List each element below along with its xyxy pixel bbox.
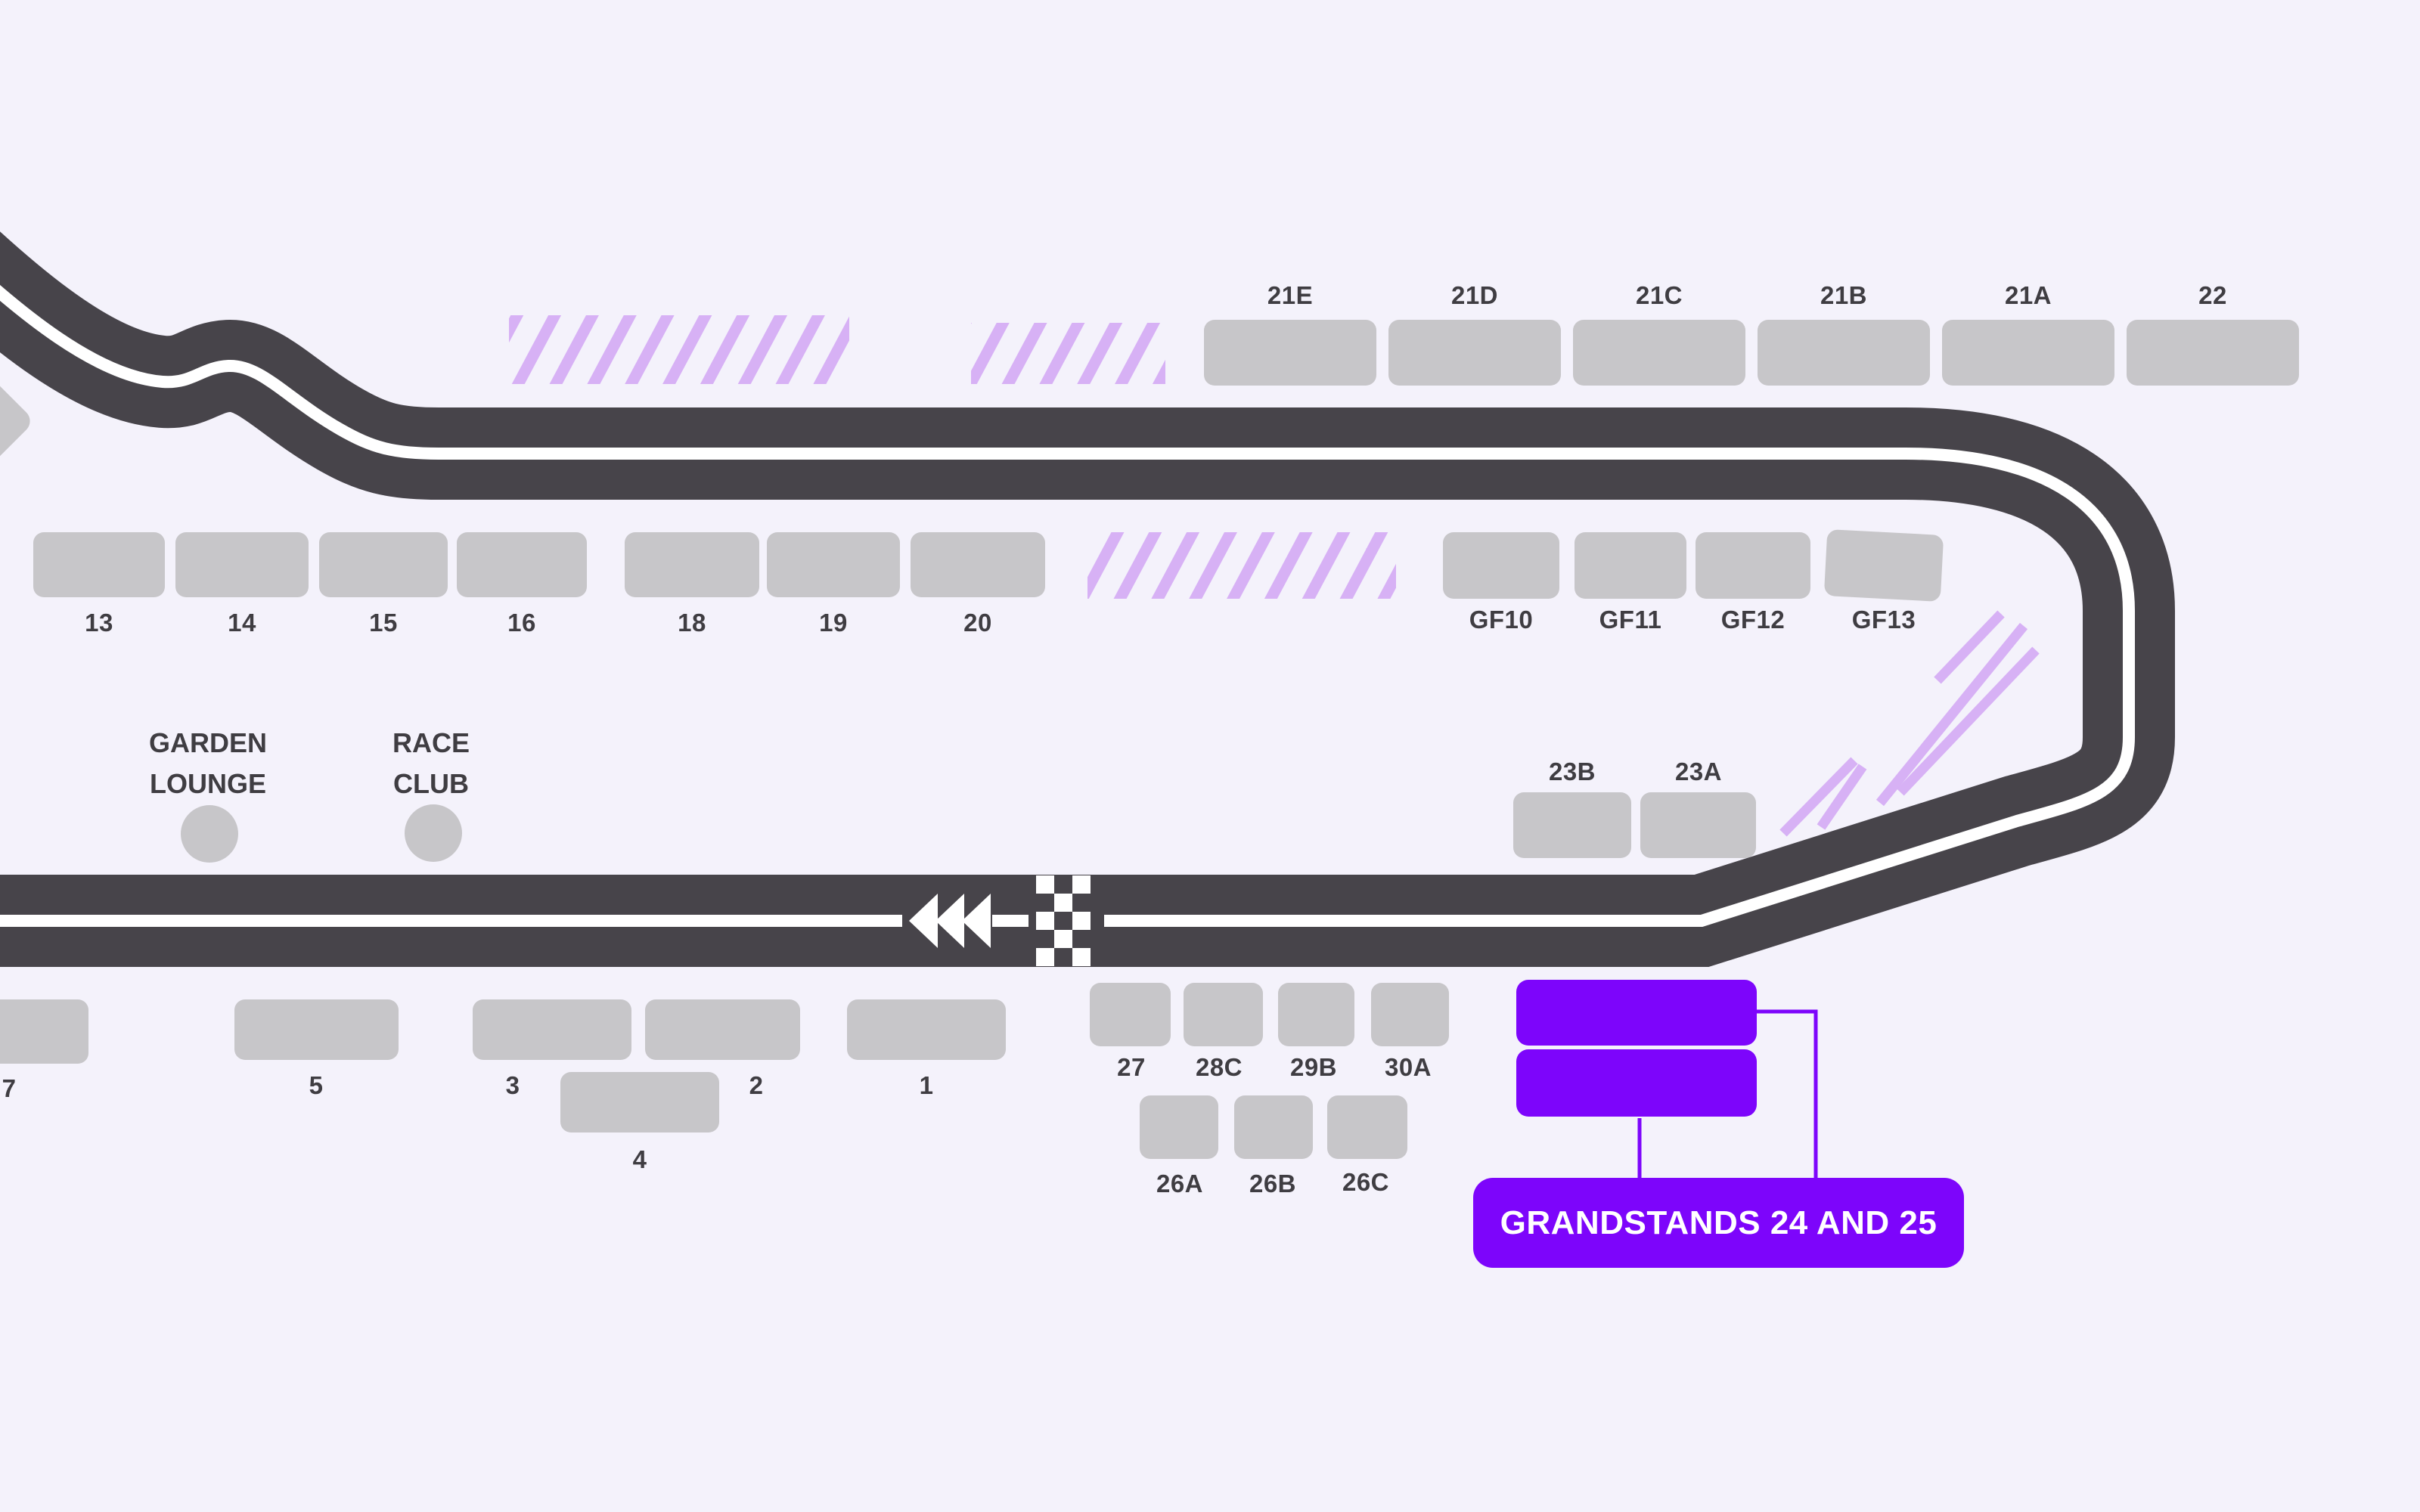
grandstand-label: 29B xyxy=(1289,1053,1338,1081)
grandstand-label: 26C xyxy=(1342,1168,1390,1196)
grandstand-label: 19 xyxy=(819,609,848,637)
grandstand-label: GF13 xyxy=(1851,606,1916,634)
grandstand-22[interactable] xyxy=(2127,320,2299,386)
grandstands-24-25-callout[interactable]: GRANDSTANDS 24 AND 25 xyxy=(1473,1178,1964,1268)
grandstand-label: 28C xyxy=(1195,1053,1243,1081)
grandstand-25[interactable] xyxy=(1516,1049,1757,1117)
grandstand-7[interactable] xyxy=(0,999,88,1064)
callout-connector-lines xyxy=(1637,1009,1818,1179)
grandstand-18[interactable] xyxy=(625,532,759,597)
hatch-zone-top-right xyxy=(971,323,1165,384)
grandstand-gf10[interactable] xyxy=(1443,532,1559,599)
curve-hatch-stroke xyxy=(1779,757,1858,837)
grandstand-label: GF12 xyxy=(1720,606,1786,634)
grandstand-5[interactable] xyxy=(234,999,399,1060)
grandstand-label: 21E xyxy=(1267,281,1314,309)
curve-hatch-stroke xyxy=(1934,610,2005,684)
grandstand-label: 20 xyxy=(963,609,992,637)
curve-hatch-stroke xyxy=(1817,764,1867,830)
grandstand-19[interactable] xyxy=(767,532,900,597)
grandstand-label: 21D xyxy=(1450,281,1499,309)
grandstand-label: 18 xyxy=(678,609,706,637)
grandstand-27[interactable] xyxy=(1090,983,1171,1046)
grandstand-label: 16 xyxy=(507,609,536,637)
grandstand-label: 2 xyxy=(749,1071,764,1099)
grandstand-label: 23B xyxy=(1548,758,1596,785)
curve-hatch-stroke xyxy=(1876,622,2028,807)
grandstand-26c[interactable] xyxy=(1327,1095,1407,1159)
grandstand-gf12[interactable] xyxy=(1696,532,1810,599)
grandstand-29b[interactable] xyxy=(1278,983,1354,1046)
grandstand-label: GF11 xyxy=(1599,606,1662,634)
grandstand-label: GF10 xyxy=(1469,606,1534,634)
grandstand-20[interactable] xyxy=(911,532,1045,597)
grandstand-23a[interactable] xyxy=(1640,792,1756,858)
grandstand-label: 30A xyxy=(1384,1053,1432,1081)
grandstand-label: 13 xyxy=(85,609,113,637)
grandstand-label: 21A xyxy=(2004,281,2052,309)
grandstand-23b[interactable] xyxy=(1513,792,1631,858)
track-center-line xyxy=(0,284,2135,927)
race-direction-arrows-icon xyxy=(909,894,991,948)
grandstand-26a[interactable] xyxy=(1140,1095,1218,1159)
grandstand-label: 7 xyxy=(2,1074,17,1102)
race-club-dot[interactable] xyxy=(405,804,462,862)
grandstand-gf13[interactable] xyxy=(1823,529,1944,602)
grandstand-gf11[interactable] xyxy=(1575,532,1686,599)
grandstand-label: 26B xyxy=(1249,1170,1297,1198)
grandstand-21a[interactable] xyxy=(1942,320,2114,386)
grandstand-label: 26A xyxy=(1156,1170,1204,1198)
grandstand-24[interactable] xyxy=(1516,980,1757,1046)
grandstand-label: 14 xyxy=(228,609,256,637)
grandstand-label: 21C xyxy=(1635,281,1683,309)
grandstand-30a[interactable] xyxy=(1371,983,1449,1046)
grandstand-label: 15 xyxy=(369,609,398,637)
grandstand-21e[interactable] xyxy=(1204,320,1376,386)
grandstand-label: 22 xyxy=(2198,281,2227,309)
grandstand-label: 3 xyxy=(505,1071,520,1099)
grandstand-15[interactable] xyxy=(319,532,448,597)
grandstand-13[interactable] xyxy=(33,532,165,597)
grandstand-21c[interactable] xyxy=(1573,320,1745,386)
curve-hatch-strokes xyxy=(1779,610,2040,837)
grandstand-4[interactable] xyxy=(560,1072,719,1132)
grandstand-28c[interactable] xyxy=(1184,983,1263,1046)
hatch-zone-top-left xyxy=(509,315,849,384)
start-finish-line xyxy=(1036,875,1091,966)
curve-hatch-stroke xyxy=(1897,646,2040,796)
garden-lounge-dot[interactable] xyxy=(181,805,238,863)
grandstand-label: 4 xyxy=(632,1145,647,1173)
grandstand-label: 21B xyxy=(1820,281,1868,309)
grandstand-14[interactable] xyxy=(175,532,309,597)
hatch-zone-infield xyxy=(1087,532,1396,599)
grandstand-label: 1 xyxy=(919,1071,934,1099)
grandstand-label: 23A xyxy=(1674,758,1723,785)
grandstand-label: 27 xyxy=(1117,1053,1146,1081)
grandstand-26b[interactable] xyxy=(1234,1095,1313,1159)
grandstand-16[interactable] xyxy=(457,532,587,597)
grandstand-2[interactable] xyxy=(645,999,800,1060)
callout-label: GRANDSTANDS 24 AND 25 xyxy=(1500,1204,1938,1241)
grandstand-21d[interactable] xyxy=(1388,320,1561,386)
grandstand-label: 5 xyxy=(309,1071,324,1099)
grandstand-21b[interactable] xyxy=(1758,320,1930,386)
grandstand-1[interactable] xyxy=(847,999,1006,1060)
grandstand-3[interactable] xyxy=(473,999,631,1060)
